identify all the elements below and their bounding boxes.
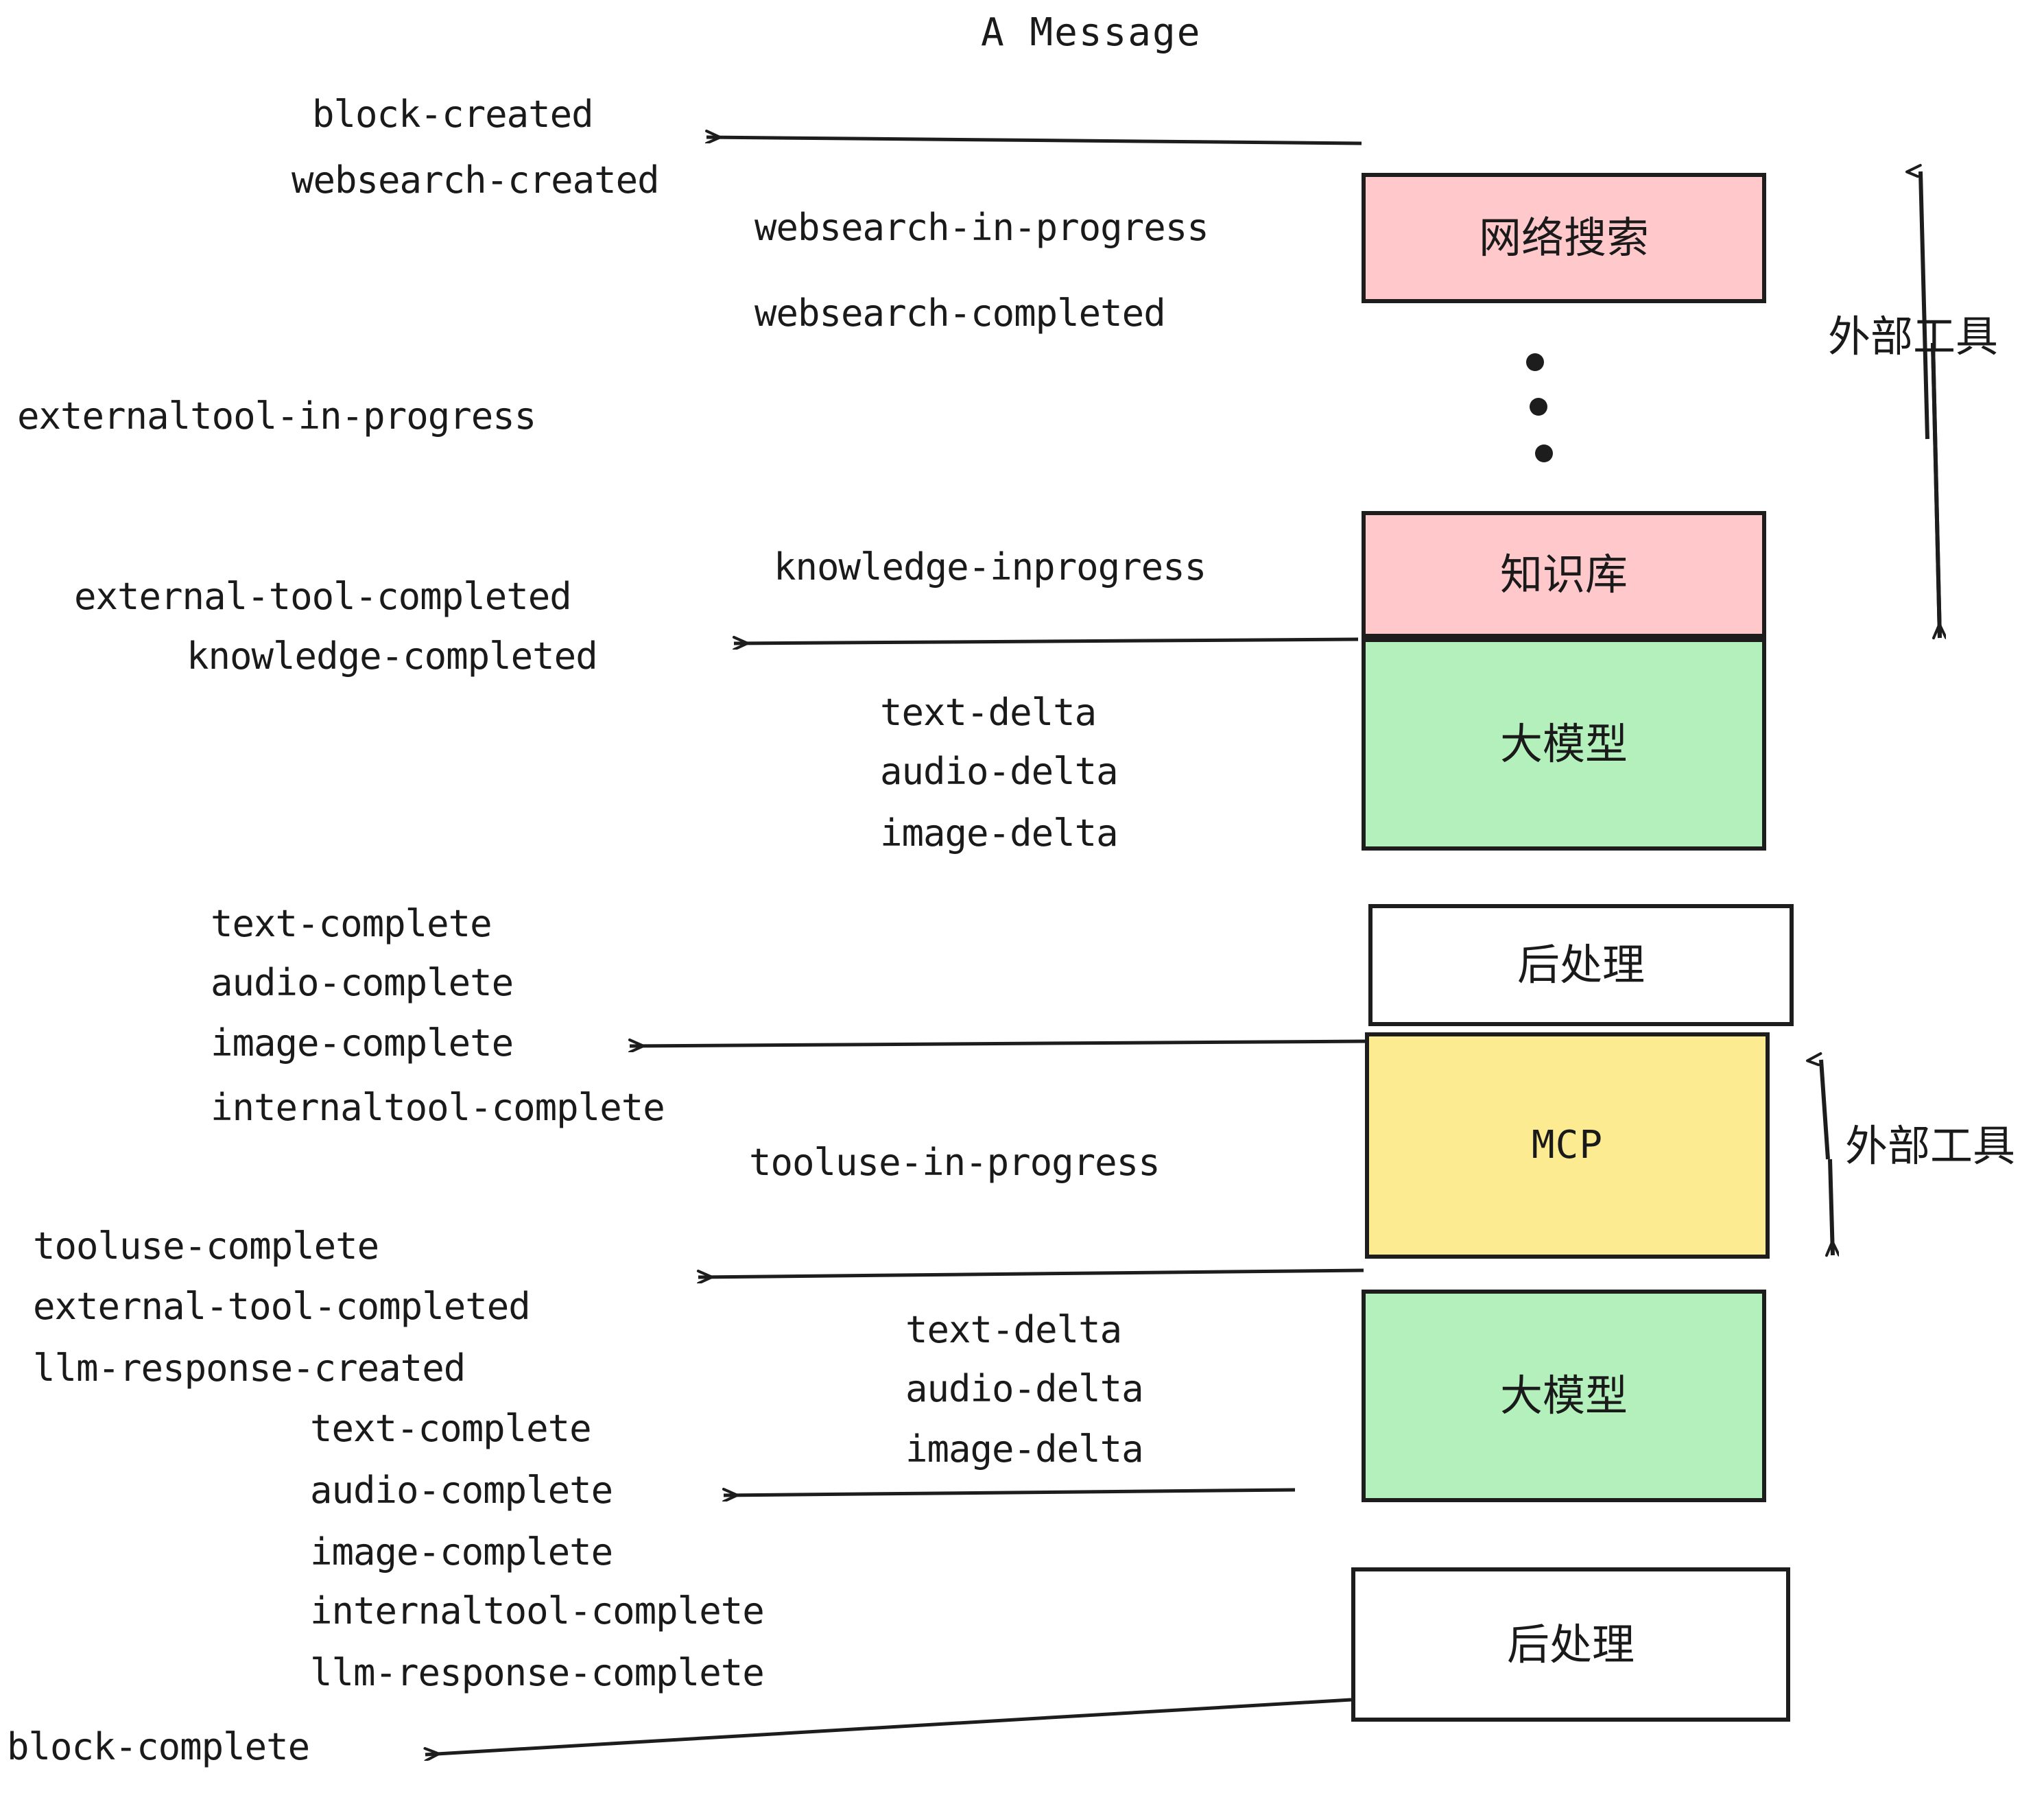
event-label: text-delta (880, 691, 1097, 734)
event-label: text-delta (905, 1308, 1122, 1351)
arrow-external-tools-down-2 (1830, 1159, 1833, 1255)
event-label: external-tool-completed (74, 575, 572, 618)
event-label: text-complete (211, 902, 492, 945)
external-tools-label: 外部工具 (1828, 311, 1999, 361)
event-label: external-tool-completed (33, 1285, 531, 1328)
event-label: audio-delta (880, 750, 1119, 793)
ellipsis-dot-icon (1526, 353, 1544, 371)
event-label: image-complete (211, 1021, 514, 1065)
event-label: tooluse-complete (33, 1224, 379, 1268)
event-label: internaltool-complete (211, 1086, 665, 1129)
arrow-audio-complete (724, 1490, 1296, 1495)
node-postproc-1: 后处理 (1368, 904, 1794, 1026)
page-title: A Message (981, 10, 1202, 55)
event-label: image-delta (880, 811, 1119, 855)
event-label: image-complete (310, 1530, 613, 1574)
arrow-external-tools-down-1b (1931, 342, 1940, 638)
node-mcp: MCP (1365, 1032, 1770, 1259)
node-label: 网络搜索 (1478, 213, 1649, 263)
event-label: websearch-completed (754, 292, 1166, 335)
node-label: 后处理 (1506, 1619, 1635, 1670)
event-label: websearch-in-progress (754, 206, 1209, 249)
event-label: audio-complete (310, 1469, 613, 1512)
event-label: internaltool-complete (310, 1589, 765, 1633)
node-postproc-2: 后处理 (1351, 1567, 1790, 1722)
node-label: 知识库 (1499, 549, 1628, 600)
node-label: 大模型 (1499, 719, 1628, 769)
arrow-block-complete (425, 1698, 1352, 1755)
event-label: tooluse-in-progress (749, 1141, 1161, 1184)
event-label: audio-delta (905, 1367, 1144, 1410)
event-label: knowledge-completed (187, 634, 598, 678)
node-label: 大模型 (1499, 1370, 1628, 1421)
event-label: websearch-created (292, 158, 660, 202)
event-label: knowledge-inprogress (774, 545, 1207, 589)
node-label: MCP (1531, 1123, 1604, 1167)
event-label: image-delta (905, 1427, 1144, 1471)
event-label: text-complete (310, 1407, 592, 1450)
arrow-image-complete (630, 1041, 1369, 1046)
node-websearch: 网络搜索 (1362, 173, 1766, 303)
ellipsis-dot-icon (1530, 398, 1547, 416)
ellipsis-dot-icon (1535, 444, 1553, 462)
arrow-external-tools-up-1 (1921, 171, 1929, 440)
arrow-tooluse-complete (698, 1268, 1364, 1277)
node-knowledge: 知识库 (1362, 511, 1766, 638)
arrow-external-tools-down-1 (1931, 342, 1942, 639)
event-label: block-complete (7, 1725, 310, 1768)
event-label: audio-complete (211, 961, 514, 1004)
node-llm-1: 大模型 (1362, 638, 1766, 851)
event-label: llm-response-complete (310, 1651, 765, 1694)
arrow-block-created (706, 137, 1362, 145)
arrow-knowledge-completed (734, 639, 1359, 643)
event-label: externaltool-in-progress (17, 394, 536, 438)
arrow-external-tools-up-2 (1821, 1060, 1830, 1160)
event-label: llm-response-created (33, 1346, 466, 1390)
event-label: block-created (312, 93, 594, 136)
node-label: 后处理 (1517, 940, 1645, 990)
external-tools-label: 外部工具 (1845, 1121, 2016, 1171)
node-llm-2: 大模型 (1362, 1290, 1766, 1502)
